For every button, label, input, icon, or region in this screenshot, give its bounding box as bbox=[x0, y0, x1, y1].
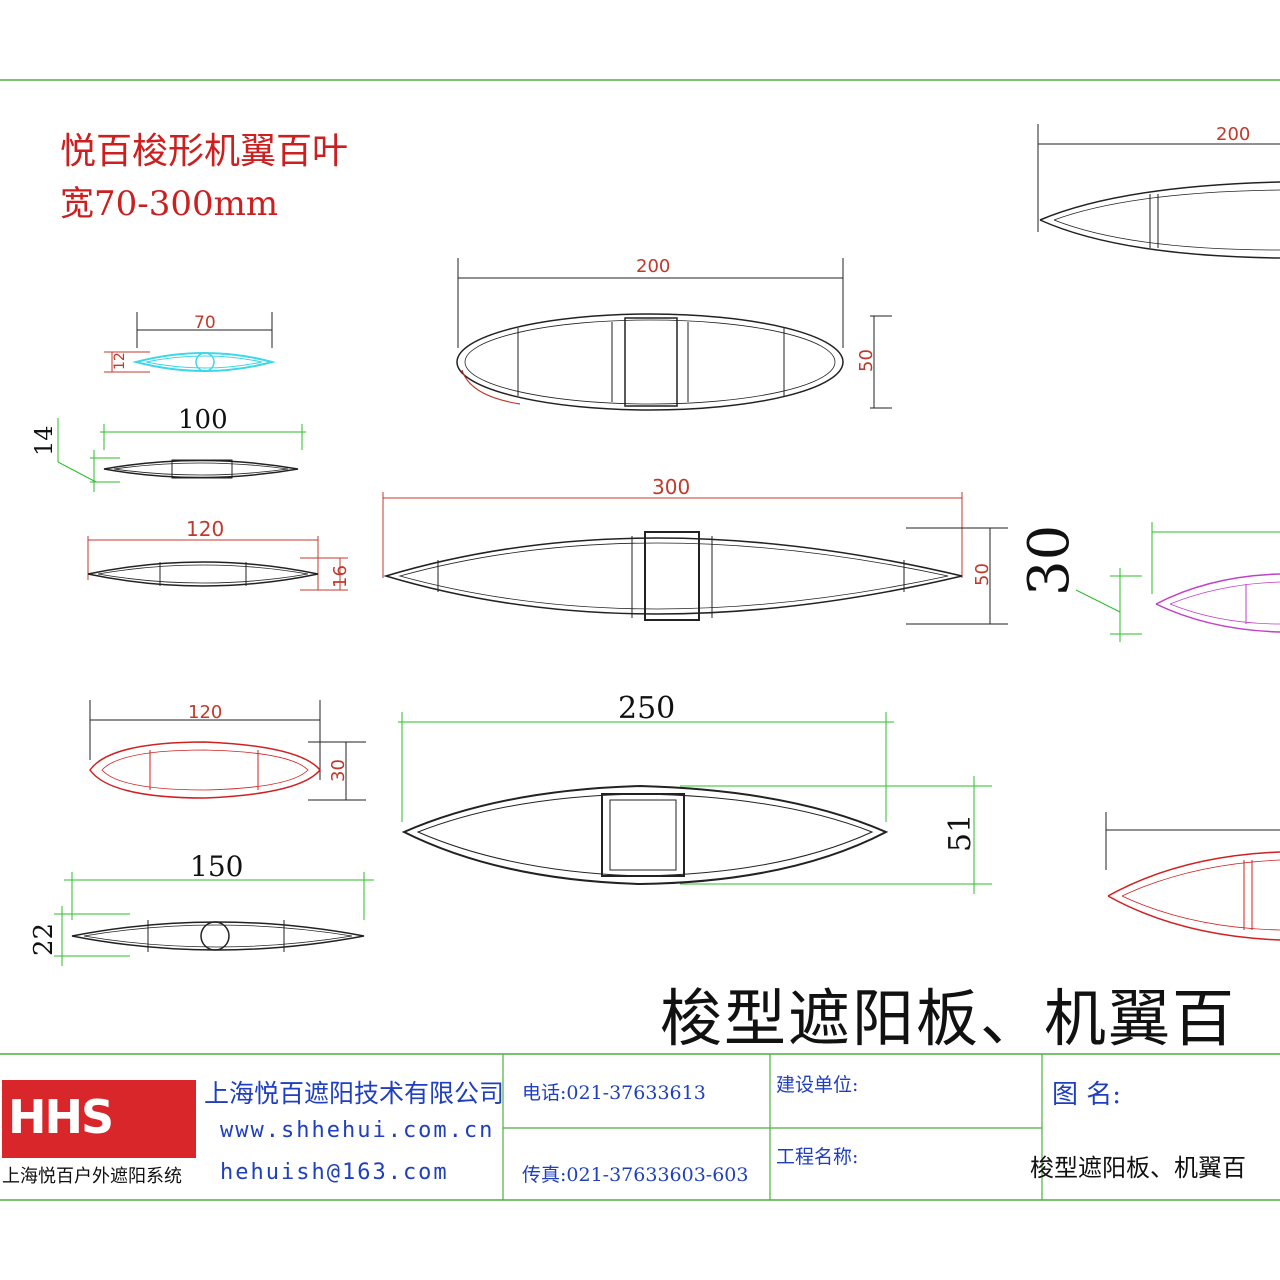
profile-300 bbox=[382, 492, 1008, 625]
dim-100-height: 14 bbox=[30, 425, 58, 456]
company-name: 上海悦百遮阳技术有限公司 bbox=[204, 1079, 505, 1108]
profile-150 bbox=[54, 872, 374, 966]
dim-120b-height: 30 bbox=[328, 759, 349, 782]
drawing-name-label: 图 名: bbox=[1052, 1080, 1122, 1110]
dim-250-width: 250 bbox=[618, 691, 675, 726]
project-label: 工程名称: bbox=[776, 1146, 859, 1168]
dim-200a-width: 200 bbox=[636, 256, 670, 277]
dim-300-height: 50 bbox=[972, 563, 993, 586]
profile-70 bbox=[104, 312, 276, 373]
client-label: 建设单位: bbox=[776, 1074, 859, 1096]
drawing-banner: 梭型遮阳板、机翼百 bbox=[660, 982, 1237, 1055]
profile-250 bbox=[398, 712, 992, 894]
company-website: www.shhehui.com.cn bbox=[220, 1118, 495, 1143]
profile-200-b bbox=[1037, 124, 1280, 259]
dim-120a-height: 16 bbox=[330, 565, 351, 588]
dim-150-width: 150 bbox=[190, 850, 243, 883]
dim-150-height: 22 bbox=[29, 923, 59, 956]
company-fax: 传真:021-37633603-603 bbox=[522, 1164, 749, 1186]
profile-120-b bbox=[89, 700, 366, 801]
company-logo bbox=[2, 1080, 196, 1158]
profile-120-a bbox=[87, 536, 348, 591]
logo-mark: HHS bbox=[8, 1090, 114, 1144]
dim-120a-width: 120 bbox=[186, 517, 224, 541]
profile-magenta bbox=[1075, 522, 1280, 642]
profile-red bbox=[1105, 812, 1280, 941]
dim-200a-height: 50 bbox=[856, 349, 877, 372]
dim-magenta-height: 30 bbox=[1017, 525, 1082, 596]
dim-100-width: 100 bbox=[178, 405, 228, 435]
dim-120b-width: 120 bbox=[188, 702, 222, 723]
dim-250-height: 51 bbox=[943, 814, 978, 852]
company-email: hehuish@163.com bbox=[220, 1160, 449, 1185]
dim-70-height: 12 bbox=[112, 352, 128, 370]
profile-200-a bbox=[456, 258, 892, 411]
drawing-subtitle: 宽70-300mm bbox=[60, 184, 279, 224]
company-phone: 电话:021-37633613 bbox=[522, 1082, 706, 1104]
logo-subtitle: 上海悦百户外遮阳系统 bbox=[2, 1166, 182, 1187]
title-block-frame bbox=[0, 1053, 1280, 1201]
dim-200b-width: 200 bbox=[1216, 124, 1250, 145]
drawing-name-value: 梭型遮阳板、机翼百 bbox=[1030, 1154, 1246, 1182]
dim-300-width: 300 bbox=[652, 475, 690, 499]
profile-100 bbox=[57, 418, 306, 492]
drawing-title: 悦百梭形机翼百叶 bbox=[60, 131, 349, 172]
dim-70-width: 70 bbox=[194, 313, 216, 333]
